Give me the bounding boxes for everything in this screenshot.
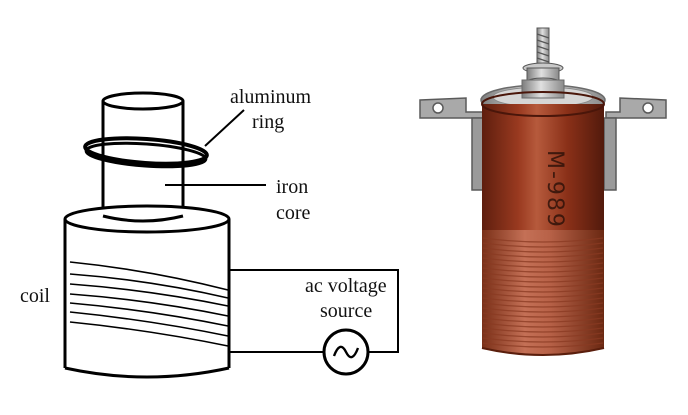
- winding-groove: [482, 297, 604, 303]
- circuit-wires: [229, 269, 399, 353]
- winding-groove: [482, 312, 604, 318]
- winding-groove: [482, 237, 604, 243]
- winding-groove: [482, 242, 604, 248]
- solenoid-body: [481, 91, 605, 232]
- winding-groove: [482, 337, 604, 343]
- winding-groove: [482, 342, 604, 348]
- winding-groove: [482, 332, 604, 338]
- coil-windings: [69, 261, 229, 347]
- part-marking: M-989: [542, 150, 567, 229]
- solenoid-photo: M-989: [419, 27, 667, 356]
- iron-core: [101, 91, 185, 216]
- mounting-bracket-left: [419, 97, 485, 191]
- winding-groove: [482, 262, 604, 268]
- winding-groove: [482, 327, 604, 333]
- threaded-stud: [522, 27, 564, 87]
- label-ring: ring: [252, 111, 284, 133]
- winding-groove: [482, 282, 604, 288]
- aluminum-ring: [83, 136, 209, 169]
- coil-body: [63, 204, 231, 379]
- winding-groove: [482, 307, 604, 313]
- winding-groove: [482, 292, 604, 298]
- label-coil: coil: [20, 285, 50, 307]
- label-ac-voltage: ac voltage: [305, 275, 387, 297]
- label-source: source: [320, 300, 372, 322]
- label-core: core: [276, 202, 311, 224]
- winding-groove: [482, 302, 604, 308]
- aluminum-ring-leader: [204, 109, 245, 147]
- mounting-bracket-right: [603, 97, 667, 191]
- winding-groove: [482, 317, 604, 323]
- winding-groove: [482, 247, 604, 253]
- winding-groove: [482, 322, 604, 328]
- schematic-labels: aluminum ring iron core coil ac voltage …: [20, 86, 387, 322]
- label-iron: iron: [276, 176, 308, 198]
- winding-groove: [482, 267, 604, 273]
- solenoid-winding: [481, 230, 605, 356]
- winding-groove: [482, 257, 604, 263]
- winding-groove: [482, 252, 604, 258]
- winding-groove: [482, 272, 604, 278]
- winding-groove: [482, 287, 604, 293]
- ac-sine-source-icon: [322, 328, 370, 376]
- label-aluminum: aluminum: [230, 86, 312, 108]
- schematic: [63, 91, 399, 379]
- winding-groove: [482, 277, 604, 283]
